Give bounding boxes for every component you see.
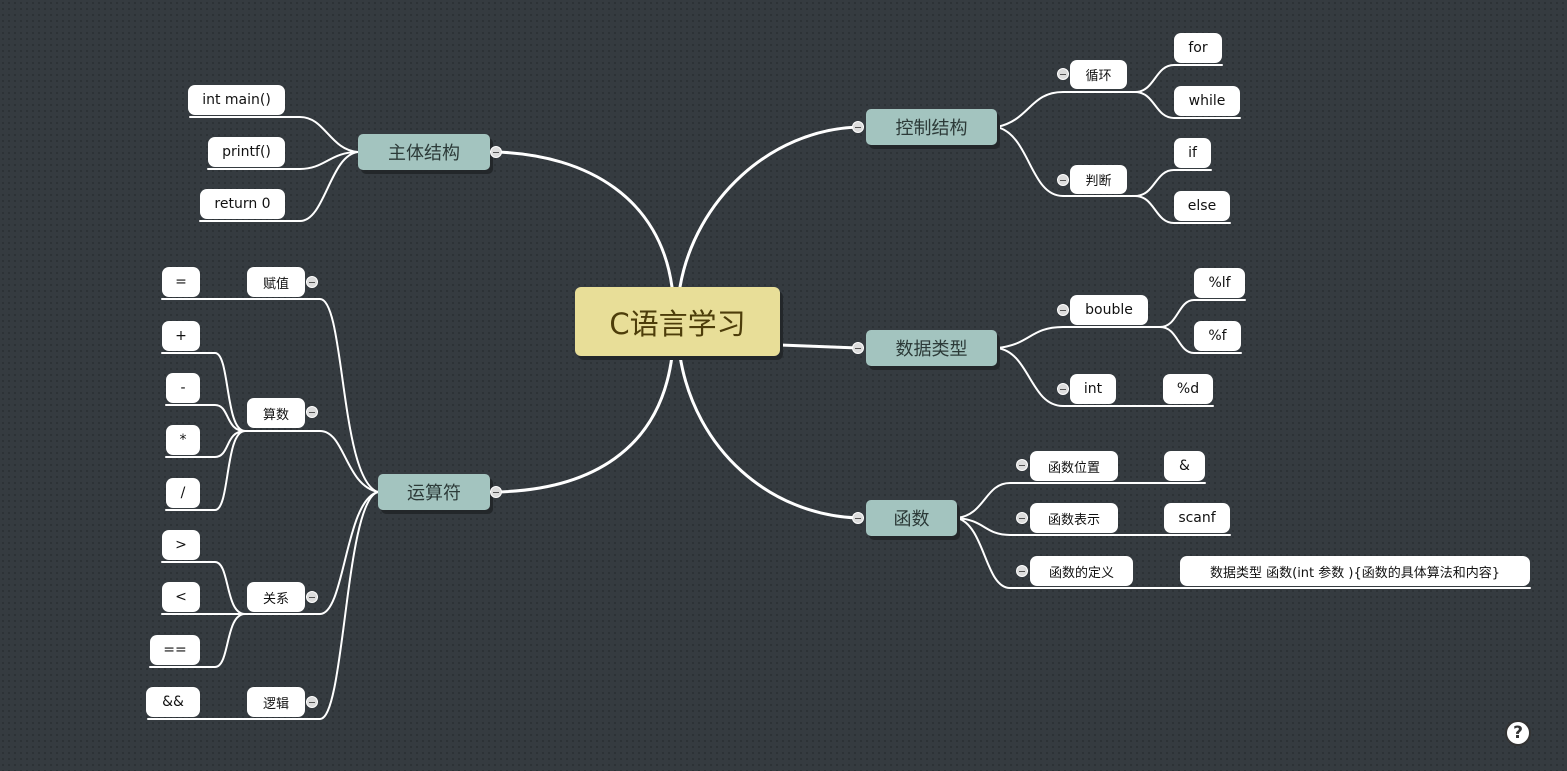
- collapse-button[interactable]: [490, 486, 502, 498]
- node-int[interactable]: int: [1070, 374, 1116, 404]
- collapse-button[interactable]: [306, 406, 318, 418]
- node-less[interactable]: <: [162, 582, 200, 612]
- collapse-button[interactable]: [852, 512, 864, 524]
- node-func-definition[interactable]: 函数的定义: [1030, 556, 1133, 586]
- collapse-button[interactable]: [1057, 174, 1069, 186]
- collapse-button[interactable]: [1057, 68, 1069, 80]
- node-if[interactable]: if: [1174, 138, 1211, 168]
- topic-body-structure[interactable]: 主体结构: [358, 134, 490, 170]
- collapse-button[interactable]: [852, 342, 864, 354]
- node-logic[interactable]: 逻辑: [247, 687, 305, 717]
- help-button[interactable]: ?: [1505, 720, 1531, 746]
- central-topic[interactable]: C语言学习: [575, 287, 780, 356]
- node-for[interactable]: for: [1174, 33, 1222, 63]
- collapse-button[interactable]: [1016, 459, 1028, 471]
- node-func-def-syntax[interactable]: 数据类型 函数(int 参数 ){函数的具体算法和内容}: [1180, 556, 1530, 586]
- topic-control-structure[interactable]: 控制结构: [866, 109, 997, 145]
- node-multiply[interactable]: *: [166, 425, 200, 455]
- collapse-button[interactable]: [852, 121, 864, 133]
- collapse-button[interactable]: [1057, 383, 1069, 395]
- node-func-position[interactable]: 函数位置: [1030, 451, 1118, 481]
- node-divide[interactable]: /: [166, 478, 200, 508]
- node-greater[interactable]: >: [162, 530, 200, 560]
- node-lf[interactable]: %lf: [1194, 268, 1245, 298]
- topic-functions[interactable]: 函数: [866, 500, 957, 536]
- node-equals[interactable]: =: [162, 267, 200, 297]
- topic-operators[interactable]: 运算符: [378, 474, 490, 510]
- node-printf[interactable]: printf(): [208, 137, 285, 167]
- node-and[interactable]: &&: [146, 687, 200, 717]
- node-f[interactable]: %f: [1194, 321, 1241, 351]
- node-arith[interactable]: 算数: [247, 398, 305, 428]
- node-ampersand[interactable]: &: [1164, 451, 1205, 481]
- node-relation[interactable]: 关系: [247, 582, 305, 612]
- node-scanf[interactable]: scanf: [1164, 503, 1230, 533]
- collapse-button[interactable]: [306, 276, 318, 288]
- node-else[interactable]: else: [1174, 191, 1230, 221]
- collapse-button[interactable]: [1057, 304, 1069, 316]
- node-int-main[interactable]: int main(): [188, 85, 285, 115]
- node-d[interactable]: %d: [1163, 374, 1213, 404]
- node-loop[interactable]: 循环: [1070, 60, 1127, 89]
- collapse-button[interactable]: [1016, 565, 1028, 577]
- node-assign[interactable]: 赋值: [247, 267, 305, 297]
- node-func-display[interactable]: 函数表示: [1030, 503, 1118, 533]
- collapse-button[interactable]: [490, 146, 502, 158]
- collapse-button[interactable]: [306, 696, 318, 708]
- node-bouble[interactable]: bouble: [1070, 295, 1148, 325]
- node-equal-equal[interactable]: ==: [150, 635, 200, 665]
- collapse-button[interactable]: [1016, 512, 1028, 524]
- node-return-0[interactable]: return 0: [200, 189, 285, 219]
- node-plus[interactable]: +: [162, 321, 200, 351]
- collapse-button[interactable]: [306, 591, 318, 603]
- topic-data-types[interactable]: 数据类型: [866, 330, 997, 366]
- node-judge[interactable]: 判断: [1070, 165, 1127, 194]
- node-minus[interactable]: -: [166, 373, 200, 403]
- node-while[interactable]: while: [1174, 86, 1240, 116]
